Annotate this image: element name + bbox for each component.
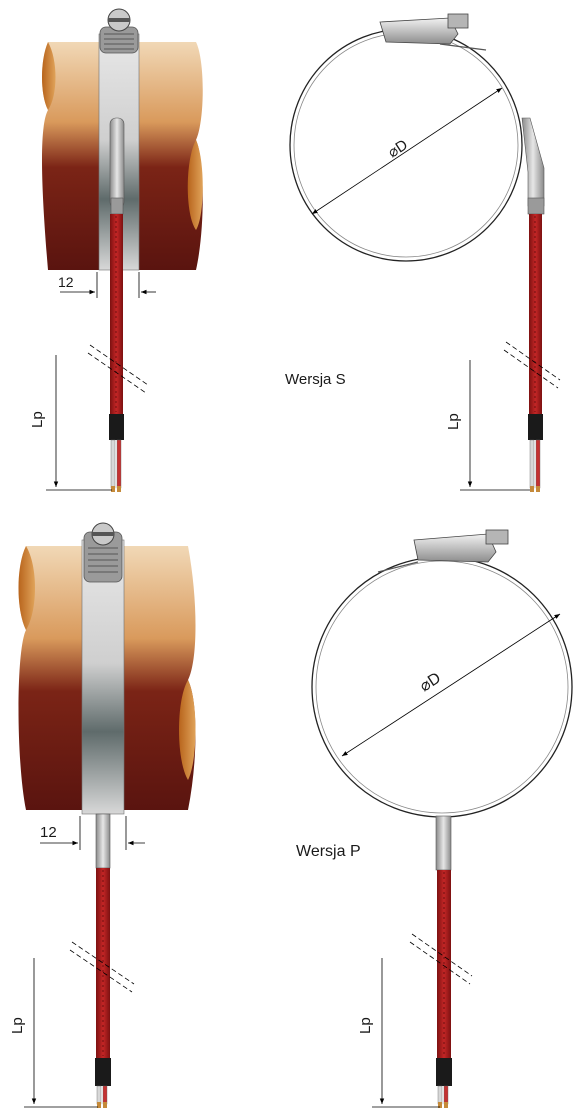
side-length-dimension: Lp — [357, 958, 440, 1108]
width-dimension: 12 — [40, 816, 145, 850]
cable-sleeve — [436, 1058, 452, 1086]
width-label: 12 — [58, 274, 74, 290]
diameter-label: ⌀D — [417, 670, 444, 696]
width-dimension: 12 — [58, 272, 156, 298]
version-p-front-view: 12 Lp — [9, 522, 196, 1108]
clamp-band — [81, 539, 125, 815]
sensor-cable — [110, 214, 123, 414]
cable-leads — [96, 1085, 108, 1108]
side-length-label: Lp — [357, 1017, 374, 1034]
version-s-front-view: 12 Lp — [29, 8, 203, 492]
band-screw — [83, 522, 123, 583]
cable-sleeve — [95, 1058, 111, 1086]
diameter-dimension: ⌀D — [341, 613, 561, 757]
sensor-tip — [435, 815, 452, 871]
band-ring — [311, 556, 573, 818]
length-dimension: Lp — [9, 958, 98, 1108]
cable-sleeve — [528, 414, 543, 440]
length-label: Lp — [9, 1017, 26, 1034]
side-length-label: Lp — [445, 413, 462, 430]
version-p-side-view: ⌀D Lp — [311, 529, 573, 1108]
version-s-label: Wersja S — [285, 371, 346, 388]
cable-break — [87, 344, 149, 394]
band-lock — [377, 529, 509, 573]
sensor-tip — [521, 117, 545, 215]
cable-sleeve — [109, 414, 124, 440]
width-label: 12 — [40, 824, 57, 841]
cable-break — [503, 341, 561, 389]
length-dimension: Lp — [29, 355, 112, 491]
sensor-cable — [96, 868, 110, 1058]
cable-break — [409, 933, 473, 985]
diameter-label: ⌀D — [385, 136, 411, 161]
version-p-label: Wersja P — [296, 843, 361, 860]
cable-leads — [529, 439, 541, 492]
cable-leads — [437, 1085, 449, 1108]
diameter-dimension: ⌀D — [311, 87, 503, 215]
sensor-cable — [529, 214, 542, 414]
side-length-dimension: Lp — [445, 360, 530, 491]
cable-leads — [110, 439, 122, 492]
sensor-tip — [95, 813, 111, 869]
cable-break — [69, 941, 135, 993]
version-s-side-view: ⌀D Lp — [289, 13, 561, 492]
sensor-tip — [109, 117, 125, 215]
band-screw — [99, 8, 139, 54]
length-label: Lp — [29, 411, 46, 428]
band-lock — [379, 13, 487, 51]
